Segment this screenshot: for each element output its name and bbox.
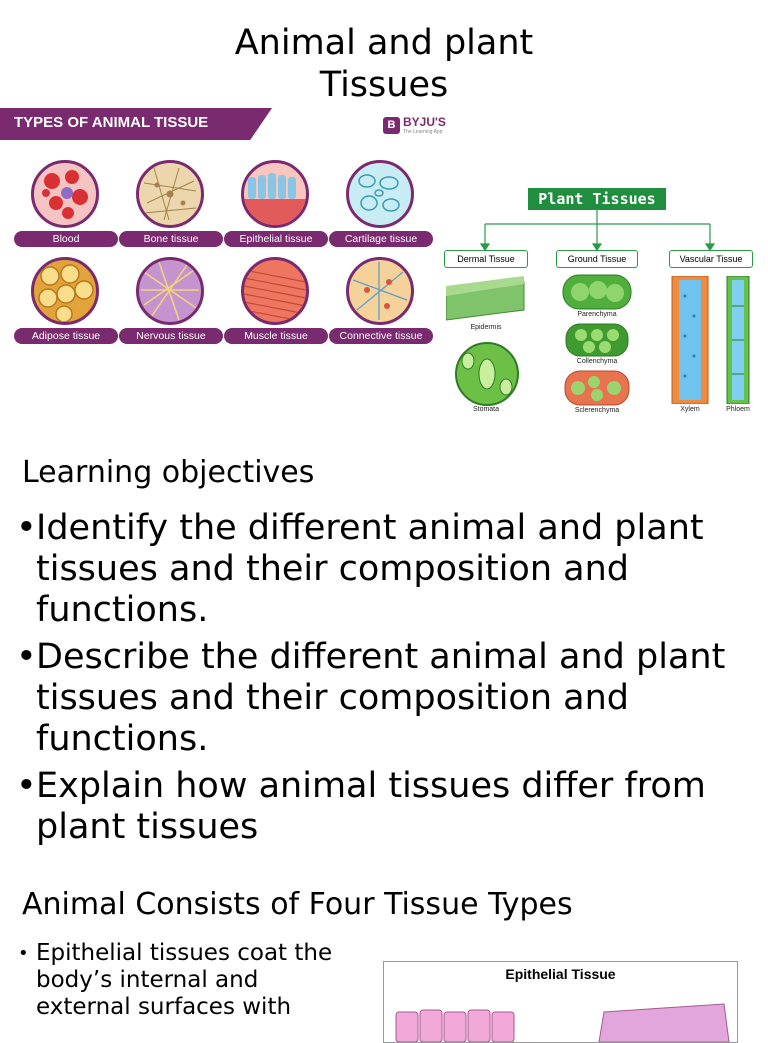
- xylem-icon: [671, 276, 709, 404]
- objectives-heading: Learning objectives: [22, 455, 315, 490]
- bullet-icon: •: [18, 943, 29, 964]
- parenchyma-icon: [562, 274, 632, 310]
- plant-tree-connectors: [479, 210, 716, 252]
- objective-item: • Identify the different animal and plan…: [16, 508, 756, 631]
- bullet-icon: •: [16, 508, 37, 548]
- bone-tissue-icon: [136, 160, 204, 228]
- stomata-icon: [455, 342, 519, 406]
- connective-tissue-icon: [346, 257, 414, 325]
- section-bullet-text: Epithelial tissues coat the body’s inter…: [36, 940, 333, 1020]
- objective-text: Describe the different animal and plant …: [36, 637, 726, 759]
- tissue-label: Bone tissue: [119, 231, 223, 247]
- tissue-card-epithelial: Epithelial tissue: [224, 160, 328, 260]
- slide-title: Animal and plant Tissues: [0, 22, 768, 106]
- tissue-label: Epithelial tissue: [224, 231, 328, 247]
- epidermis-icon: [446, 276, 525, 321]
- category-vascular: Vascular Tissue: [669, 250, 753, 268]
- tissue-card-muscle: Muscle tissue: [224, 257, 328, 357]
- bullet-icon: •: [16, 637, 37, 677]
- adipose-tissue-icon: [31, 257, 99, 325]
- title-line-2: Tissues: [319, 65, 449, 105]
- label-sclerenchyma: Sclerenchyma: [574, 407, 620, 414]
- objective-item: • Describe the different animal and plan…: [16, 637, 756, 760]
- section-heading: Animal Consists of Four Tissue Types: [22, 887, 573, 922]
- tissue-label: Nervous tissue: [119, 328, 223, 344]
- epithelial-figure-title: Epithelial Tissue: [505, 966, 616, 982]
- cartilage-tissue-icon: [346, 160, 414, 228]
- nervous-tissue-icon: [136, 257, 204, 325]
- tissue-card-connective: Connective tissue: [329, 257, 433, 357]
- tissue-card-bone: Bone tissue: [119, 160, 223, 260]
- bullet-icon: •: [16, 766, 37, 806]
- muscle-tissue-icon: [241, 257, 309, 325]
- tissue-label: Connective tissue: [329, 328, 433, 344]
- collenchyma-icon: [565, 323, 629, 357]
- objectives-list: • Identify the different animal and plan…: [16, 508, 756, 854]
- label-epidermis: Epidermis: [470, 324, 502, 331]
- label-parenchyma: Parenchyma: [577, 311, 617, 318]
- tissue-label: Blood: [14, 231, 118, 247]
- label-collenchyma: Collenchyma: [576, 358, 618, 365]
- phloem-icon: [726, 276, 750, 404]
- byjus-brand: BYJU'S: [403, 115, 446, 129]
- tissue-card-blood: Blood: [14, 160, 118, 260]
- byjus-logo-icon: B: [383, 117, 400, 134]
- tissue-card-nervous: Nervous tissue: [119, 257, 223, 357]
- objective-item: • Explain how animal tissues differ from…: [16, 766, 756, 848]
- label-xylem: Xylem: [680, 406, 700, 413]
- tissue-label: Cartilage tissue: [329, 231, 433, 247]
- plant-tissue-figure: Plant Tissues Dermal Tissue Ground Tissu…: [432, 178, 768, 434]
- animal-tissue-banner: TYPES OF ANIMAL TISSUE: [0, 108, 272, 140]
- epithelial-figure: Epithelial Tissue: [383, 961, 738, 1043]
- tissue-card-adipose: Adipose tissue: [14, 257, 118, 357]
- epithelial-tissue-icon: [241, 160, 309, 228]
- sclerenchyma-icon: [564, 370, 630, 406]
- epithelial-cells-icon: [395, 1003, 730, 1042]
- byjus-tagline: The Learning App: [403, 129, 443, 135]
- tissue-label: Muscle tissue: [224, 328, 328, 344]
- objective-text: Explain how animal tissues differ from p…: [36, 766, 706, 847]
- category-dermal: Dermal Tissue: [444, 250, 528, 268]
- label-stomata: Stomata: [472, 406, 500, 413]
- section-bullets: • Epithelial tissues coat the body’s int…: [18, 940, 348, 1021]
- section-bullet-item: • Epithelial tissues coat the body’s int…: [18, 940, 348, 1021]
- objective-text: Identify the different animal and plant …: [36, 508, 704, 630]
- plant-tissue-header: Plant Tissues: [528, 188, 666, 210]
- label-phloem: Phloem: [726, 406, 750, 413]
- animal-tissue-figure: TYPES OF ANIMAL TISSUE B BYJU'S The Lear…: [0, 108, 446, 348]
- tissue-card-cartilage: Cartilage tissue: [329, 160, 433, 260]
- title-line-1: Animal and plant: [234, 23, 534, 63]
- blood-cells-icon: [31, 160, 99, 228]
- category-ground: Ground Tissue: [556, 250, 638, 268]
- tissue-label: Adipose tissue: [14, 328, 118, 344]
- banner-text: TYPES OF ANIMAL TISSUE: [14, 114, 209, 131]
